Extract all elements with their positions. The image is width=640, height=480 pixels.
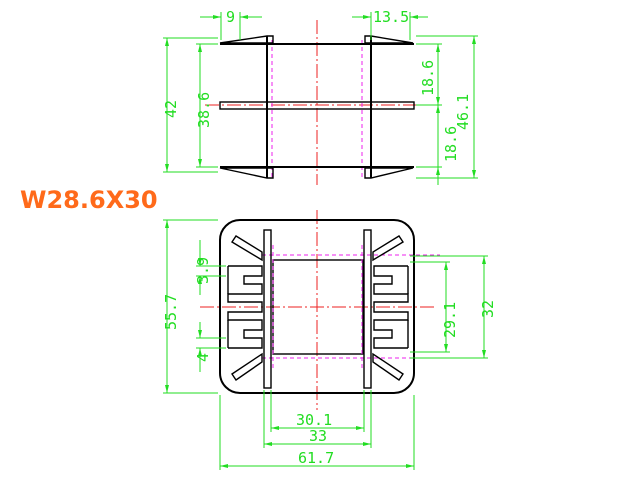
top-dim-9-label: 9 xyxy=(226,8,235,26)
top-view-dim-42: 42 xyxy=(162,37,218,173)
top-dim-18-6-lower-label: 18.6 xyxy=(442,126,460,162)
front-view-left-comb xyxy=(227,265,263,349)
top-dim-46-1-label: 46.1 xyxy=(454,94,472,130)
front-view-core-window xyxy=(272,259,364,355)
front-view-dim-33: 33 xyxy=(263,390,372,448)
front-view-left-slots xyxy=(231,235,263,381)
front-dim-30-1-label: 30.1 xyxy=(296,411,332,429)
top-view: 9 13.5 42 38.6 xyxy=(162,8,478,185)
front-view-dim-4: 4 xyxy=(194,322,226,372)
model-title: W28.6X30 xyxy=(20,186,158,214)
front-view-right-comb xyxy=(373,265,409,349)
top-dim-42-label: 42 xyxy=(162,100,180,118)
front-view-left-pin xyxy=(263,229,272,389)
front-view-body-outline xyxy=(219,219,415,394)
top-view-dim-38-6: 38.6 xyxy=(195,43,218,168)
top-view-middle-flange xyxy=(219,101,415,110)
top-dim-13-5-label: 13.5 xyxy=(373,8,409,26)
front-view: 55.7 3.9 4 29.1 xyxy=(162,210,497,470)
front-view-dim-30-1: 30.1 xyxy=(270,390,365,432)
front-dim-4-label: 4 xyxy=(194,353,212,362)
front-dim-61-7-label: 61.7 xyxy=(298,449,334,467)
top-view-dim-18-6-upper: 18.6 xyxy=(416,43,442,106)
top-dim-18-6-upper-label: 18.6 xyxy=(419,60,437,96)
top-dim-38-6-label: 38.6 xyxy=(195,92,213,128)
front-view-dim-61-7: 61.7 xyxy=(219,395,415,470)
front-view-right-pin xyxy=(363,229,372,389)
top-view-dim-18-6-lower: 18.6 xyxy=(416,105,460,185)
front-dim-29-1-label: 29.1 xyxy=(441,302,459,338)
front-dim-3-9-label: 3.9 xyxy=(194,257,212,284)
top-view-dim-46-1: 46.1 xyxy=(416,35,478,179)
front-dim-33-label: 33 xyxy=(309,427,327,445)
top-view-dim-9: 9 xyxy=(200,8,262,40)
front-dim-55-7-label: 55.7 xyxy=(162,294,180,330)
front-view-dim-29-1: 29.1 xyxy=(410,261,459,353)
top-view-dim-13-5: 13.5 xyxy=(352,8,428,40)
front-dim-32-label: 32 xyxy=(479,300,497,318)
front-view-dim-32: 32 xyxy=(410,255,497,359)
front-view-dim-3-9: 3.9 xyxy=(194,240,226,295)
front-view-right-slots xyxy=(372,235,404,381)
front-view-dim-55-7: 55.7 xyxy=(162,219,218,394)
